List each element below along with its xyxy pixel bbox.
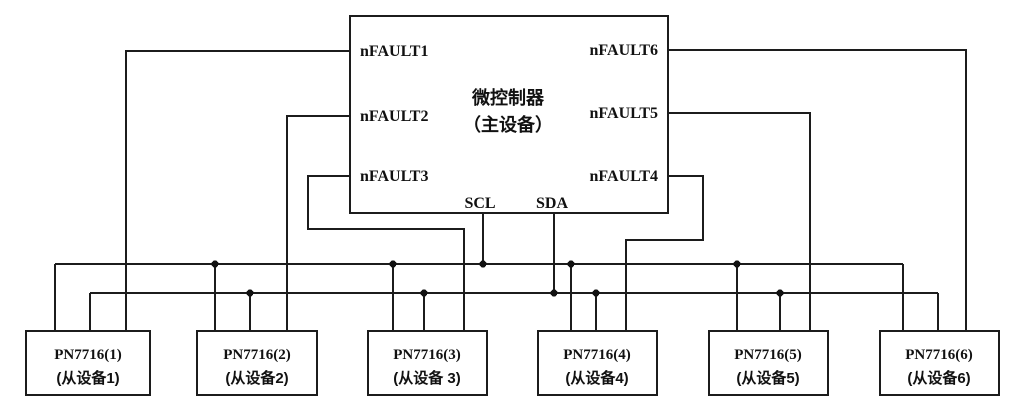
wire-nfault4 xyxy=(625,175,704,331)
pin-label-nfault1: nFAULT1 xyxy=(360,43,428,60)
slave-box xyxy=(537,330,658,396)
slave-device-1: PN7716(1) (从设备1) xyxy=(25,330,151,396)
pin-label-sda: SDA xyxy=(536,195,568,212)
slave-device-2: PN7716(2) (从设备2) xyxy=(196,330,318,396)
slave-box xyxy=(196,330,318,396)
slave-role: (从设备 3) xyxy=(393,369,461,387)
slave-box xyxy=(367,330,488,396)
slave-box xyxy=(708,330,829,396)
master-device: 微控制器 （主设备） nFAULT1 nFAULT2 nFAULT3 nFAUL… xyxy=(349,15,669,214)
junction-dots xyxy=(211,260,784,297)
junction-dot xyxy=(479,260,487,268)
slave-device-4: PN7716(4) (从设备4) xyxy=(537,330,658,396)
slave-device-6: PN7716(6) (从设备6) xyxy=(879,330,1000,396)
junction-dot xyxy=(592,289,600,297)
slave-box xyxy=(879,330,1000,396)
wire-nfault2 xyxy=(286,115,350,331)
junction-dot xyxy=(389,260,397,268)
junction-dot xyxy=(733,260,741,268)
slave-name: PN7716(4) xyxy=(563,347,631,363)
slave-role: (从设备6) xyxy=(907,369,970,387)
pin-label-nfault6: nFAULT6 xyxy=(590,42,658,59)
pin-label-nfault2: nFAULT2 xyxy=(360,108,428,125)
pin-label-nfault3: nFAULT3 xyxy=(360,168,428,185)
slave-name: PN7716(6) xyxy=(905,347,973,363)
wire-sda-net xyxy=(89,213,939,331)
slave-role: (从设备2) xyxy=(225,369,288,387)
wires xyxy=(54,49,967,331)
junction-dot xyxy=(246,289,254,297)
master-title-line1: 微控制器 xyxy=(471,87,545,108)
slave-role: (从设备1) xyxy=(56,369,119,387)
pin-label-nfault5: nFAULT5 xyxy=(590,105,658,122)
junction-dot xyxy=(420,289,428,297)
slave-role: (从设备4) xyxy=(565,369,628,387)
junction-dot xyxy=(567,260,575,268)
pin-label-scl: SCL xyxy=(464,195,495,212)
wire-nfault3 xyxy=(307,175,465,331)
junction-dot xyxy=(550,289,558,297)
slave-box xyxy=(25,330,151,396)
wire-scl-net xyxy=(54,213,904,331)
junction-dot xyxy=(211,260,219,268)
slave-role: (从设备5) xyxy=(736,369,799,387)
junction-dot xyxy=(776,289,784,297)
slave-device-5: PN7716(5) (从设备5) xyxy=(708,330,829,396)
master-title-line2: （主设备） xyxy=(463,114,553,135)
wire-nfault5 xyxy=(668,112,811,331)
slave-device-3: PN7716(3) (从设备 3) xyxy=(367,330,488,396)
master-box xyxy=(349,15,669,214)
wire-nfault1 xyxy=(125,50,350,331)
slave-name: PN7716(2) xyxy=(223,347,291,363)
pin-label-nfault4: nFAULT4 xyxy=(590,168,658,185)
slave-name: PN7716(3) xyxy=(393,347,461,363)
slave-name: PN7716(1) xyxy=(54,347,122,363)
wire-nfault6 xyxy=(668,49,967,331)
slave-name: PN7716(5) xyxy=(734,347,802,363)
